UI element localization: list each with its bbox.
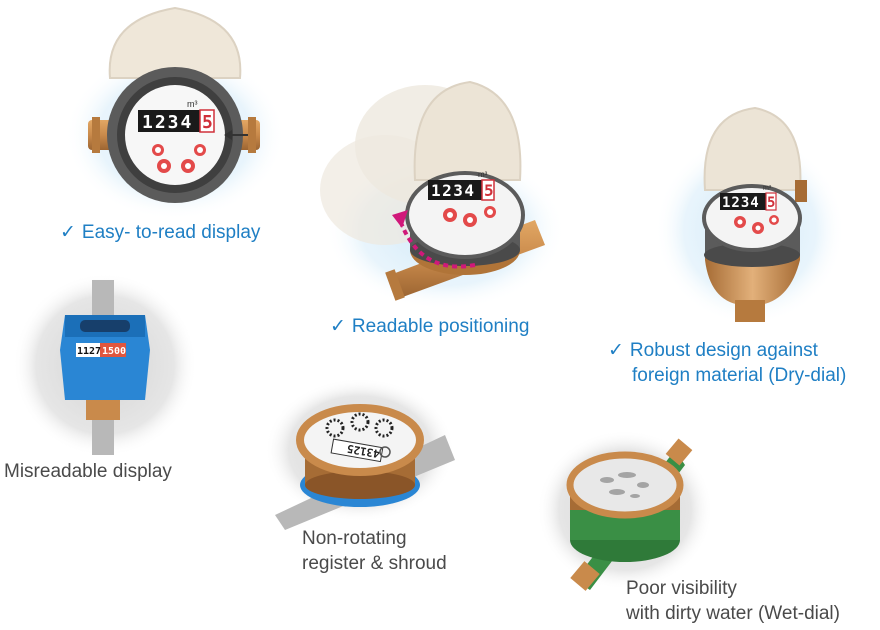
caption-readable-positioning: ✓Readable positioning [330,314,529,339]
display-digits: 1234 [722,195,760,211]
lid [108,6,242,79]
meter-easy-read: 1234 5 m³ [65,6,285,220]
caption-text-line2: register & shroud [302,553,447,574]
unit-label: m³ [478,170,488,179]
unit-label: m³ [187,99,198,109]
dial-face [125,85,225,185]
display-red: 1500 [102,346,126,357]
meter-dry-dial: 1234 5 m³ [655,106,845,325]
caption-text-line2: foreign material (Dry-dial) [632,365,847,386]
caption-easy-read: ✓Easy- to-read display [60,220,260,245]
display-digits: 1234 [142,112,193,133]
rotate-arrow-icon [392,210,476,269]
meter-rotatable: 1234 5 m³ [320,80,565,310]
caption-text: Easy- to-read display [81,222,261,243]
lid [413,80,522,181]
caption-text: Readable positioning [351,316,530,337]
meter-misreadable: 1127 1500 [13,273,197,457]
caption-text: Misreadable display [4,461,172,482]
meter-wet-dial [537,430,713,591]
rotated-digits: 43125 [346,442,381,461]
digit-window [428,180,482,200]
display-red-digit: 5 [202,112,213,133]
display-red-digit: 5 [484,181,494,200]
dirt-smudges [600,472,649,498]
display-red-digit: 5 [767,195,775,211]
lid [703,106,802,191]
digit-window [720,193,766,210]
caption-text-line2: with dirty water (Wet-dial) [626,603,840,624]
check-icon: ✓ [60,222,76,243]
dial-face [566,451,684,519]
flow-arrow-icon [224,130,248,140]
check-icon: ✓ [330,316,346,337]
display-digits: 1234 [431,181,476,200]
meter-non-rotating: 43125 [265,380,455,530]
check-icon: ✓ [608,340,624,361]
digit-window [76,343,100,357]
display-black: 1127 [77,346,101,357]
caption-non-rotating: Non-rotating register & shroud [302,526,447,576]
caption-text: Poor visibility [626,578,737,599]
dial-face [296,404,424,476]
caption-robust-design: ✓Robust design against foreign material … [608,338,846,388]
caption-misreadable: Misreadable display [4,459,172,484]
digit-window [138,110,200,132]
caption-poor-visibility: Poor visibility with dirty water (Wet-di… [626,576,840,626]
caption-text: Non-rotating [302,528,407,549]
unit-label: m³ [763,185,772,192]
caption-text: Robust design against [629,340,818,361]
